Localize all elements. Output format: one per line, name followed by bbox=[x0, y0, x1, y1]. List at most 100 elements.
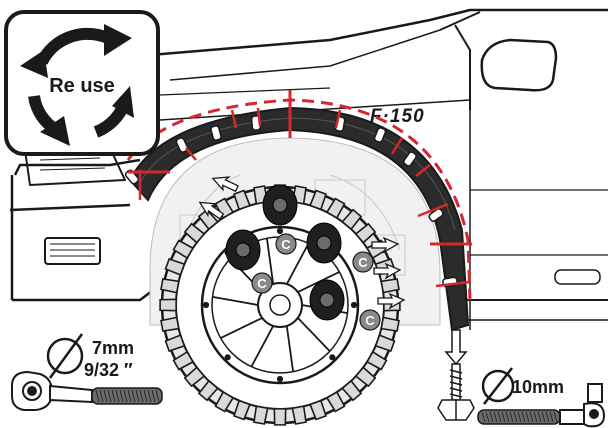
tread-block bbox=[309, 399, 327, 421]
rim-bolt bbox=[276, 375, 284, 383]
grip-knurl bbox=[529, 411, 534, 423]
grip-knurl bbox=[509, 411, 514, 423]
rim-bolt bbox=[329, 354, 336, 361]
tread-block bbox=[159, 298, 177, 312]
tread-block bbox=[172, 239, 195, 260]
tread-block bbox=[160, 278, 180, 294]
nut-driver: 10mm bbox=[477, 367, 606, 428]
tread-block bbox=[354, 222, 377, 244]
callouts: C C C C bbox=[251, 233, 381, 331]
tread-block bbox=[341, 208, 363, 231]
tread-block bbox=[233, 189, 251, 211]
grip-knurl bbox=[497, 411, 502, 423]
grip-knurl bbox=[485, 411, 490, 423]
grip-knurl bbox=[545, 411, 550, 423]
callout-c: C bbox=[352, 251, 374, 273]
callout-c: C bbox=[251, 272, 273, 294]
callout-c: C bbox=[359, 309, 381, 331]
grip-knurl bbox=[505, 411, 510, 423]
grip-knurl bbox=[131, 389, 136, 403]
rim-spoke bbox=[212, 295, 259, 306]
grip-knurl bbox=[123, 389, 128, 403]
push-pin-clip bbox=[309, 279, 345, 321]
tread-block bbox=[197, 379, 219, 402]
wrench-size-in: 9/32 ″ bbox=[84, 360, 133, 380]
side-mirror bbox=[480, 38, 558, 92]
rim-spoke bbox=[297, 317, 331, 352]
grip-knurl bbox=[151, 389, 156, 403]
rim-bolt bbox=[276, 227, 284, 235]
tread-block bbox=[164, 258, 186, 276]
svg-text:C: C bbox=[365, 313, 375, 328]
driver-grip bbox=[477, 409, 561, 425]
rim-spoke bbox=[250, 325, 274, 368]
grip-knurl bbox=[513, 411, 518, 423]
tread-block bbox=[380, 316, 400, 332]
grip-knurl bbox=[95, 389, 100, 403]
wrench-grip bbox=[91, 387, 163, 405]
down-arrow-icon bbox=[444, 329, 468, 366]
tread-block bbox=[233, 399, 251, 421]
rim-bolt bbox=[224, 354, 231, 361]
rim-spoke bbox=[286, 242, 310, 285]
diameter-icon bbox=[481, 367, 515, 405]
svg-text:C: C bbox=[358, 255, 368, 270]
grip-knurl bbox=[517, 411, 522, 423]
wrench-size-mm: 7mm bbox=[92, 338, 134, 358]
alignment-guide bbox=[126, 90, 472, 301]
grip-knurl bbox=[525, 411, 530, 423]
push-pin-clip bbox=[225, 229, 261, 271]
grip-knurl bbox=[481, 411, 486, 423]
tread-block bbox=[273, 408, 287, 426]
direction-arrows bbox=[198, 176, 406, 310]
grip-knurl bbox=[541, 411, 546, 423]
grip-knurl bbox=[537, 411, 542, 423]
grip-knurl bbox=[111, 389, 116, 403]
grip-knurl bbox=[489, 411, 494, 423]
push-pin-clip bbox=[262, 184, 298, 226]
tread-block bbox=[253, 405, 269, 425]
grip-knurl bbox=[493, 411, 498, 423]
tread-block bbox=[172, 350, 195, 371]
grip-knurl bbox=[99, 389, 104, 403]
reuse-label: Re use bbox=[49, 75, 115, 97]
tread-block bbox=[325, 390, 346, 413]
tread-block bbox=[183, 222, 206, 244]
tread-block bbox=[160, 316, 180, 332]
grip-knurl bbox=[127, 389, 132, 403]
grip-knurl bbox=[533, 411, 538, 423]
rim-spoke bbox=[285, 325, 295, 372]
grip-knurl bbox=[521, 411, 526, 423]
tread-block bbox=[291, 405, 307, 425]
tread-block bbox=[309, 189, 327, 211]
tread-block bbox=[183, 366, 206, 388]
grip-knurl bbox=[553, 411, 558, 423]
screw-fastener bbox=[437, 329, 475, 421]
grip-knurl bbox=[115, 389, 120, 403]
rim-spoke bbox=[265, 238, 275, 285]
tread-block bbox=[380, 278, 400, 294]
grip-knurl bbox=[135, 389, 140, 403]
tread-block bbox=[365, 350, 388, 371]
grip-knurl bbox=[155, 389, 160, 403]
push-pin-clips bbox=[225, 184, 345, 321]
rim-bolt bbox=[202, 301, 210, 309]
callout-c: C bbox=[275, 233, 297, 255]
grip-knurl bbox=[119, 389, 124, 403]
svg-text:C: C bbox=[281, 237, 291, 252]
rim-spoke bbox=[220, 317, 263, 339]
socket-wrench: 7mm 9/32 ″ bbox=[11, 333, 163, 411]
grip-knurl bbox=[143, 389, 148, 403]
tread-block bbox=[374, 334, 396, 352]
grip-knurl bbox=[147, 389, 152, 403]
tread-block bbox=[341, 379, 363, 402]
grip-knurl bbox=[103, 389, 108, 403]
diameter-icon bbox=[46, 333, 84, 379]
tread-block bbox=[164, 334, 186, 352]
grip-knurl bbox=[549, 411, 554, 423]
tread-block bbox=[214, 197, 235, 220]
svg-text:C: C bbox=[257, 276, 267, 291]
grip-knurl bbox=[107, 389, 112, 403]
grip-knurl bbox=[139, 389, 144, 403]
